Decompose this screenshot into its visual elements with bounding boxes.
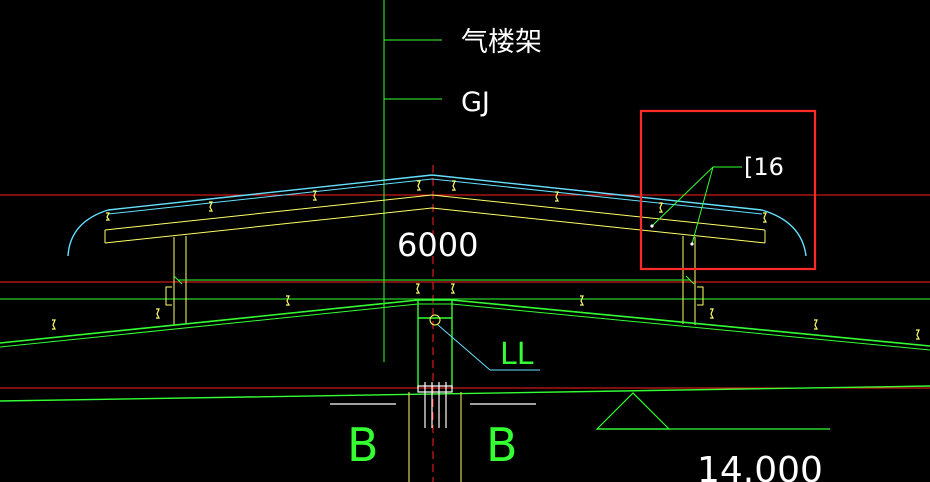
purlin-mark [286, 295, 290, 306]
purlin-mark [106, 212, 111, 221]
leader-line-ll [437, 324, 491, 371]
monitor-roof-left-curve [67, 209, 109, 257]
purlin-mark [710, 308, 714, 319]
purlin-mark [416, 283, 420, 294]
purlin-mark [156, 308, 160, 319]
main-roof-slope-upper [0, 299, 930, 347]
purlin-mark [916, 329, 920, 340]
elevation-triangle [595, 392, 671, 430]
section-b-left-label: B [347, 418, 379, 472]
central-column [417, 300, 453, 388]
building-name-label: 气楼架 [461, 27, 542, 58]
purlin-mark [417, 180, 421, 191]
leader-line-c16-2 [691, 166, 714, 245]
purlin-mark [580, 295, 584, 306]
purlin-mark [209, 201, 213, 212]
purlin-mark [555, 191, 559, 202]
purlin-mark [52, 319, 56, 330]
purlin-mark [452, 180, 456, 191]
section-c-label: [16 [744, 153, 784, 181]
purlin-mark [451, 283, 455, 294]
main-roof-purlins [52, 283, 920, 340]
ground-line [0, 385, 930, 402]
gj-label: GJ [461, 87, 490, 118]
leader-line-c16-1 [651, 166, 742, 227]
anchor-bolts [417, 382, 453, 428]
post-bracket-right [697, 286, 704, 306]
purlin-mark [313, 190, 317, 201]
main-roof-slope-lower [0, 303, 930, 351]
purlin-mark [659, 202, 663, 213]
truss-bottom-chord [104, 207, 766, 244]
upper-purlins [106, 180, 767, 223]
section-b-right-label: B [486, 418, 518, 472]
ll-label: LL [500, 337, 534, 372]
truss-top-chord [104, 194, 766, 231]
dimension-tick-right [685, 275, 695, 285]
dimension-tick-left [173, 275, 183, 285]
purlin-mark [814, 319, 818, 330]
elevation-label: 14.000 [697, 450, 823, 482]
monitor-roof-cyan-outer [107, 174, 763, 211]
leader-dot-2 [690, 242, 694, 246]
post-bracket-left [165, 286, 172, 306]
leader-dot-1 [650, 224, 654, 228]
column-bolt-circle [429, 314, 441, 326]
monitor-roof-right-curve [761, 209, 807, 257]
span-dimension-label: 6000 [397, 226, 478, 264]
base-plate [417, 385, 453, 393]
highlight-box [639, 109, 817, 271]
monitor-roof-cyan-inner [107, 178, 763, 215]
purlin-mark [763, 212, 767, 223]
